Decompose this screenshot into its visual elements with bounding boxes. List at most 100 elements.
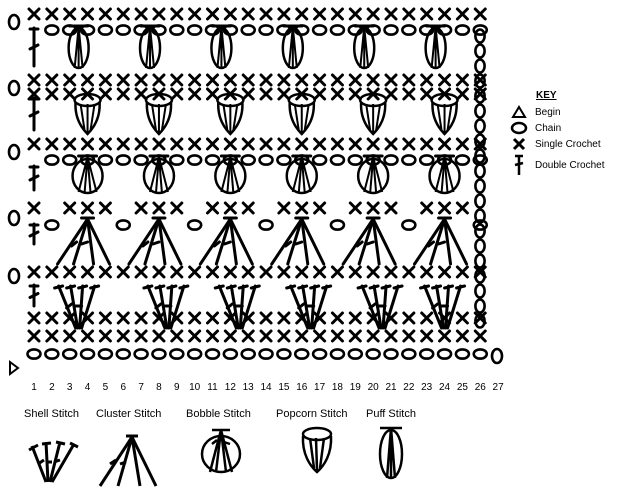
single-crochet-mark: [116, 73, 130, 87]
stitch-number-label: 23: [421, 382, 433, 393]
turning-chain-mark: [7, 79, 21, 97]
single-crochet-mark: [27, 137, 41, 151]
single-crochet-mark: [438, 7, 452, 21]
chain-mark: [97, 348, 114, 360]
chain-mark: [186, 219, 203, 231]
single-crochet-mark: [420, 265, 434, 279]
single-crochet-mark: [348, 201, 362, 215]
chain-mark: [401, 154, 417, 166]
single-crochet-mark: [188, 73, 202, 87]
puff-stitch-icon: [378, 426, 404, 480]
stitch-number-label: 1: [31, 382, 37, 393]
single-crochet-mark: [170, 265, 184, 279]
cluster-stitch-mark: [127, 216, 183, 266]
single-crochet-mark: [277, 201, 291, 215]
chain-mark: [258, 219, 274, 231]
single-crochet-mark: [420, 7, 434, 21]
chain-mark: [401, 348, 417, 360]
single-crochet-mark: [348, 265, 362, 279]
single-crochet-mark: [366, 73, 380, 87]
chain-mark: [222, 348, 239, 360]
stitch-number-label: 18: [332, 382, 344, 393]
single-crochet-mark: [134, 73, 148, 87]
single-crochet-mark: [223, 7, 237, 21]
shell-stitch-mark: [53, 284, 101, 330]
chain-mark: [454, 154, 471, 166]
chain-mark: [474, 178, 486, 194]
key-item-label: Begin: [535, 106, 561, 118]
stitch-number-label: 2: [49, 382, 55, 393]
single-crochet-mark: [277, 329, 291, 343]
single-crochet-mark: [330, 87, 344, 101]
stitch-number-label: 9: [174, 382, 180, 393]
popcorn-stitch-mark: [73, 92, 102, 136]
single-crochet-mark: [348, 311, 362, 325]
chain-mark: [240, 154, 256, 166]
single-crochet-mark: [402, 7, 416, 21]
stitch-number-label: 27: [493, 382, 505, 393]
stitch-number-label: 3: [67, 382, 73, 393]
single-crochet-mark: [384, 137, 398, 151]
single-crochet-mark: [259, 87, 273, 101]
shell-stitch-mark: [213, 284, 261, 330]
shell-stitch-icon: [28, 440, 79, 483]
double-crochet-mark: [28, 222, 40, 246]
single-crochet-mark: [295, 265, 309, 279]
single-crochet-mark: [277, 87, 291, 101]
single-crochet-mark: [116, 265, 130, 279]
chain-mark: [474, 103, 486, 119]
chain-mark: [472, 219, 489, 231]
single-crochet-mark: [366, 201, 380, 215]
single-crochet-mark: [384, 329, 398, 343]
single-crochet-mark: [98, 73, 112, 87]
single-crochet-mark: [81, 7, 95, 21]
single-crochet-mark: [223, 329, 237, 343]
single-crochet-mark: [27, 73, 41, 87]
single-crochet-mark: [259, 265, 273, 279]
stitch-number-label: 24: [439, 382, 451, 393]
single-crochet-mark: [366, 7, 380, 21]
single-crochet-mark: [134, 329, 148, 343]
bobble-stitch-mark: [356, 154, 390, 195]
single-crochet-mark: [63, 329, 77, 343]
single-crochet-mark: [259, 137, 273, 151]
bobble-stitch-mark: [285, 154, 318, 195]
chain-mark: [329, 24, 346, 36]
chain-mark: [115, 24, 132, 36]
chain-mark: [61, 348, 78, 360]
chain-mark: [347, 348, 364, 360]
popcorn-stitch-icon: [301, 426, 333, 474]
single-crochet-mark: [402, 87, 416, 101]
single-crochet-mark: [241, 7, 255, 21]
single-crochet-mark: [63, 265, 77, 279]
single-crochet-mark: [206, 265, 219, 279]
single-crochet-mark: [384, 7, 398, 21]
single-crochet-mark: [295, 7, 309, 21]
chain-mark: [204, 348, 221, 360]
single-crochet-mark: [152, 7, 166, 21]
chain-mark: [474, 193, 486, 209]
legend-label-puff: Puff Stitch: [366, 408, 416, 420]
chain-mark: [474, 298, 486, 314]
single-crochet-mark: [45, 265, 59, 279]
triangle-icon: [510, 105, 528, 119]
single-crochet-mark: [206, 137, 219, 151]
single-crochet-mark: [223, 265, 237, 279]
single-crochet-mark: [348, 329, 362, 343]
stitch-number-label: 13: [243, 382, 255, 393]
puff-stitch-mark: [424, 24, 447, 70]
shell-stitch-mark: [419, 284, 467, 330]
chain-mark: [401, 24, 417, 36]
stitch-number-label: 20: [368, 382, 380, 393]
legend-label-bobble: Bobble Stitch: [186, 408, 251, 420]
key-item-chain: Chain: [510, 120, 628, 136]
single-crochet-mark: [188, 7, 202, 21]
single-crochet-mark: [473, 137, 487, 151]
single-crochet-mark: [81, 73, 95, 87]
single-crochet-mark: [27, 329, 41, 343]
single-crochet-mark: [27, 87, 41, 101]
single-crochet-mark: [81, 201, 95, 215]
chain-mark: [329, 348, 346, 360]
single-crochet-mark: [420, 73, 434, 87]
single-crochet-mark: [455, 87, 469, 101]
